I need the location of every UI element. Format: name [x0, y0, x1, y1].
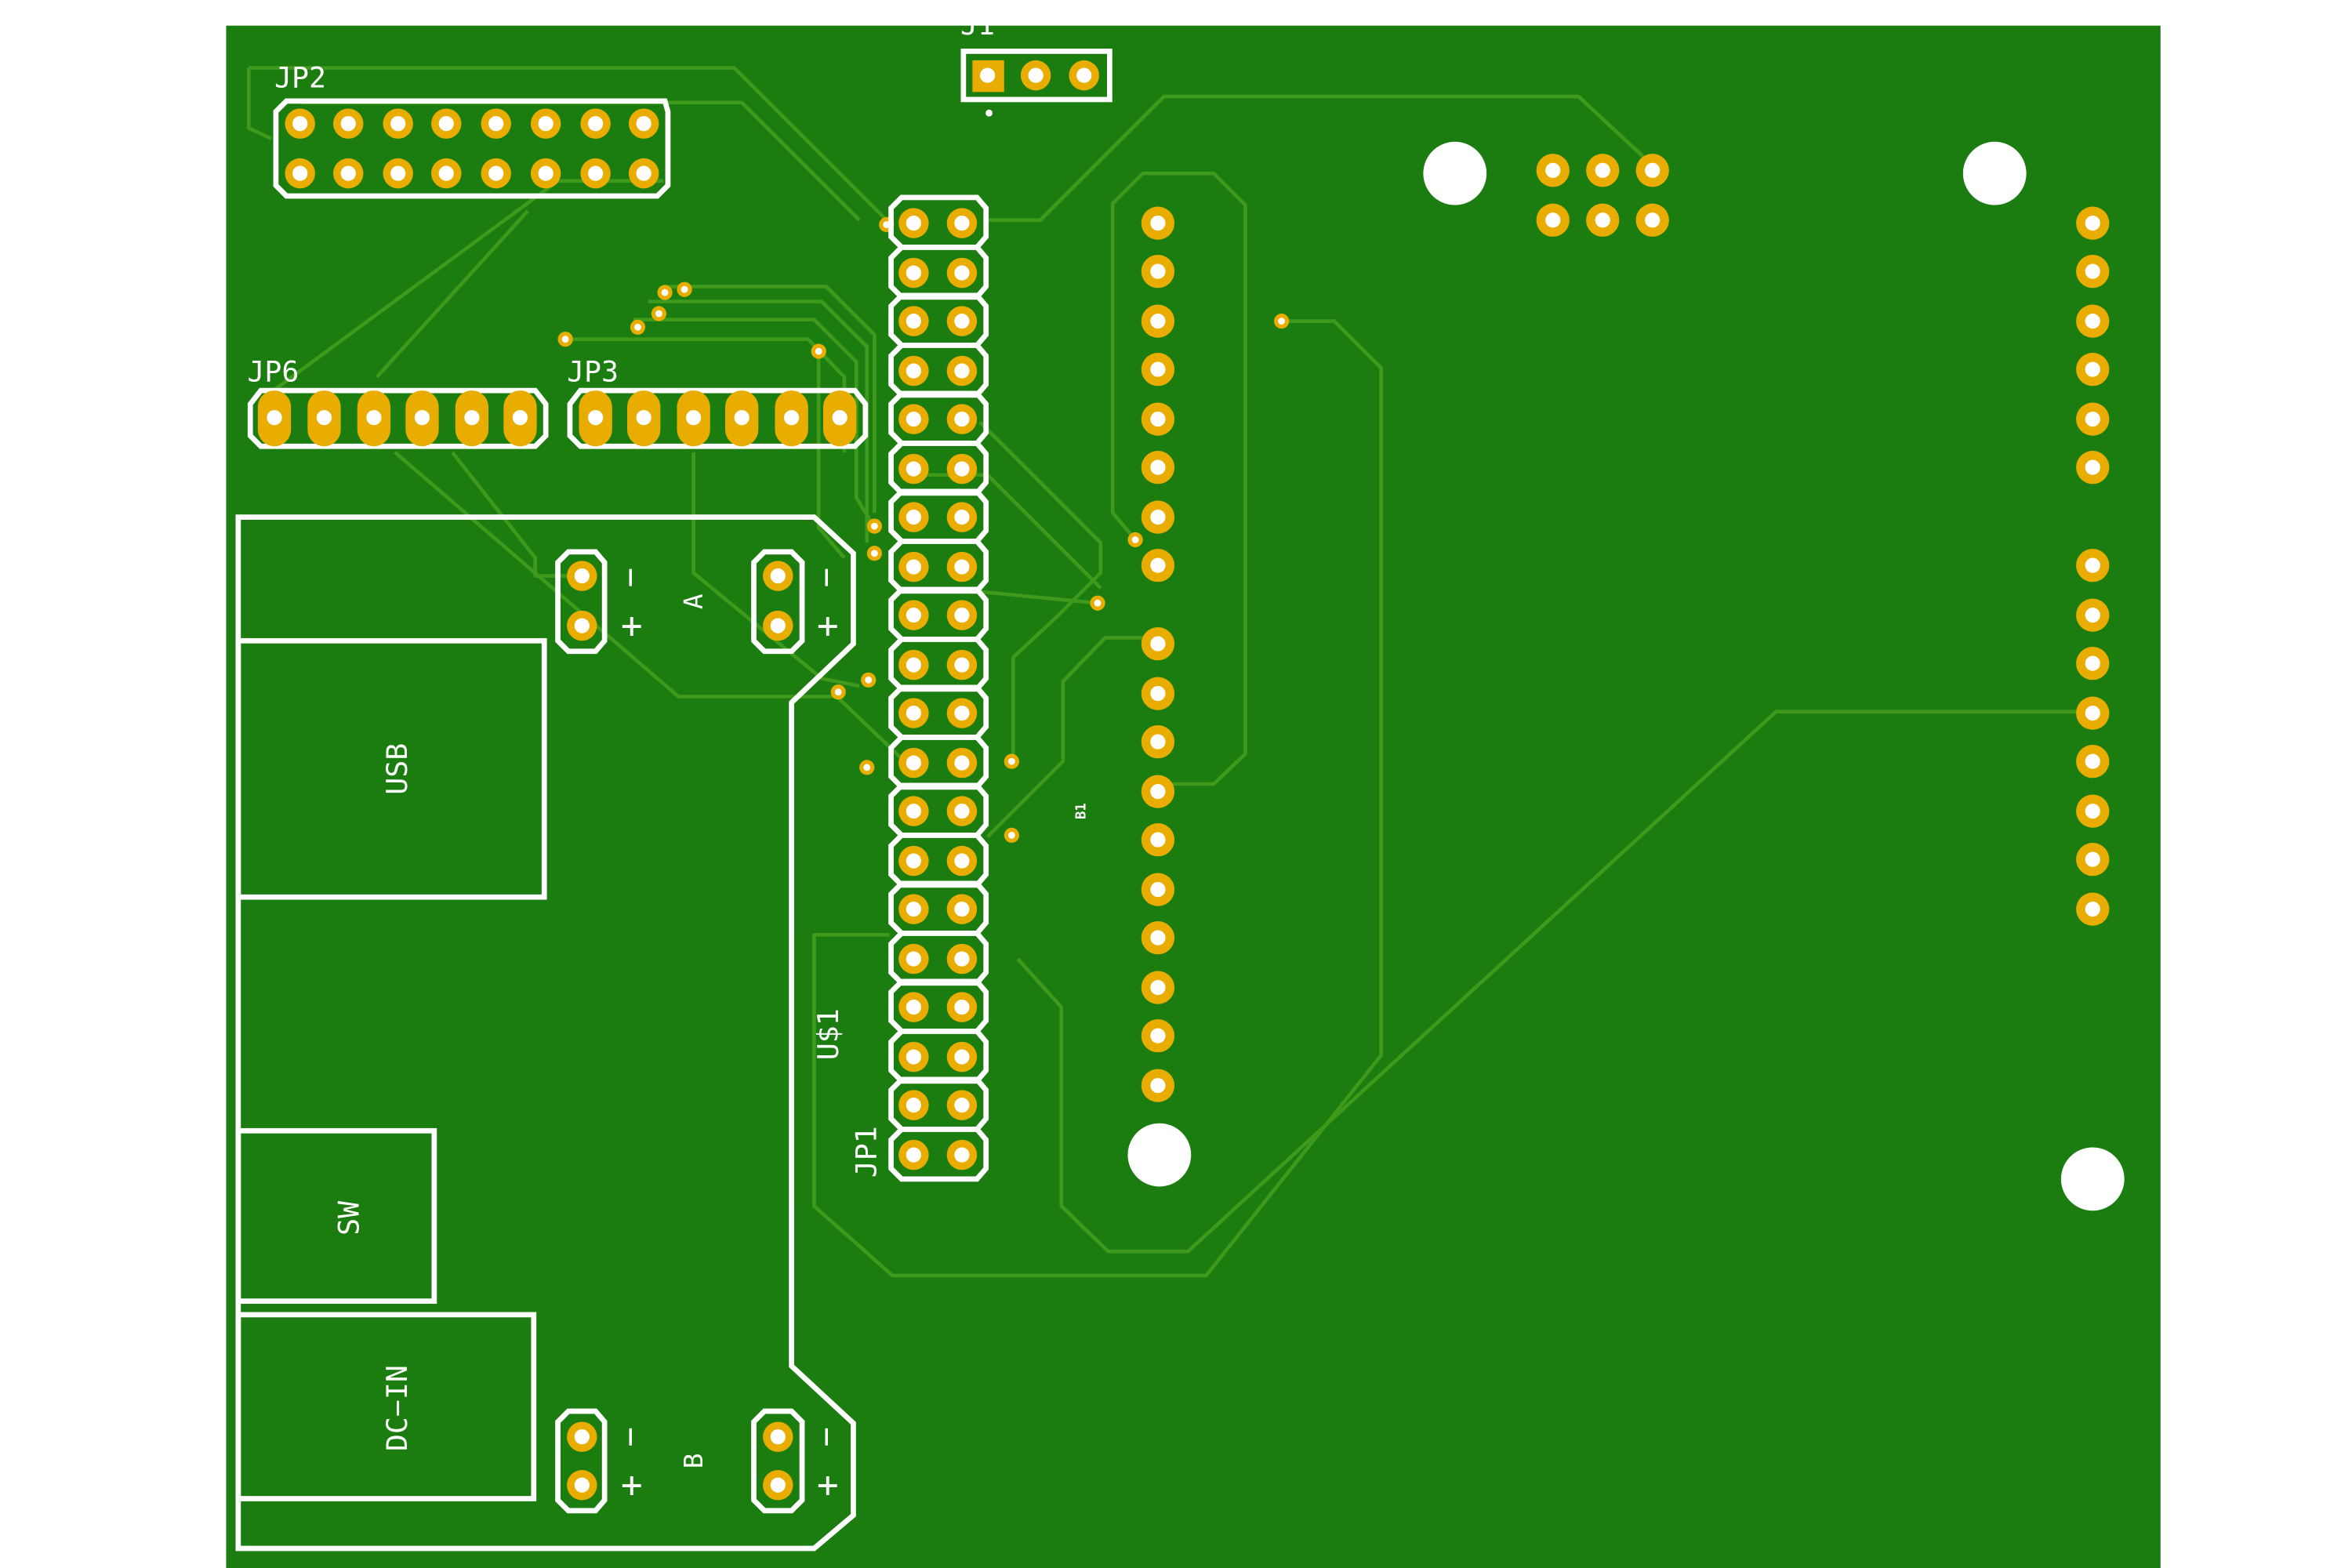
motor-b-left-plus: + [621, 1464, 643, 1506]
motor-a-terminal-right [751, 549, 805, 655]
motor-b-left-minus: − [610, 1427, 648, 1446]
via [859, 760, 875, 775]
motor-b-right-minus: − [806, 1427, 844, 1446]
via [861, 672, 877, 688]
copper-traces [247, 66, 2093, 1278]
motor-a-label: A [679, 593, 709, 609]
via [1274, 314, 1290, 329]
mounting-hole [2060, 1147, 2125, 1211]
via [866, 546, 882, 561]
power-area-outline [235, 514, 856, 1552]
motor-a-left-plus: + [621, 604, 643, 646]
via [630, 319, 646, 335]
motor-b-right-plus: + [817, 1464, 839, 1506]
jp2-label: JP2 [274, 61, 326, 95]
b1-label: B1 [1074, 803, 1090, 819]
jp3-label: JP3 [567, 355, 619, 389]
j1-label: J1 [960, 8, 995, 42]
jp6-header [247, 387, 549, 449]
jp2-pins [285, 108, 659, 189]
dc-in-label: DC−IN [380, 1365, 414, 1451]
switch-outline [235, 1127, 437, 1304]
motor-a-right-plus: + [817, 604, 839, 646]
jp6-label: JP6 [247, 355, 299, 389]
jp1-pins [898, 208, 978, 1171]
b1-pins-upper [1141, 206, 1175, 583]
right-pins-lower [2076, 549, 2110, 926]
motor-a-right-minus: − [806, 568, 844, 587]
jp1-label: JP1 [849, 1126, 883, 1178]
jp6-pins [257, 390, 537, 447]
switch-label: SW [332, 1201, 366, 1236]
via [651, 306, 666, 321]
via [557, 332, 573, 347]
usb-connector-outline [235, 637, 547, 900]
via [830, 684, 846, 700]
via [866, 518, 882, 534]
mounting-hole [1423, 141, 1487, 205]
dc-in-connector-outline [235, 1312, 537, 1501]
motor-b-label: B [679, 1454, 709, 1469]
via [1127, 532, 1143, 548]
via [1004, 753, 1019, 769]
motor-a-left-minus: − [610, 568, 648, 587]
jp2-header [273, 98, 671, 199]
pcb-board [226, 25, 2161, 1568]
j1-header [960, 49, 1112, 117]
icsp-pins [1536, 154, 1669, 237]
motor-a-terminal-left [555, 549, 608, 655]
mounting-hole [1127, 1123, 1192, 1187]
jp1-outline [888, 194, 989, 1182]
us1-label: U$1 [811, 1008, 845, 1060]
jp3-header [567, 387, 869, 449]
usb-label: USB [380, 743, 414, 795]
via [657, 285, 673, 300]
via [1090, 595, 1105, 611]
jp1-header [888, 194, 989, 1182]
via [811, 343, 826, 359]
b1-pins-lower [1141, 627, 1175, 1102]
motor-b-terminal-right [751, 1408, 805, 1514]
mounting-hole [1962, 141, 2027, 205]
right-pins-upper [2076, 206, 2110, 485]
via [1004, 827, 1019, 843]
via [677, 281, 692, 297]
motor-b-terminal-left [555, 1408, 608, 1514]
jp3-pins [579, 390, 857, 447]
